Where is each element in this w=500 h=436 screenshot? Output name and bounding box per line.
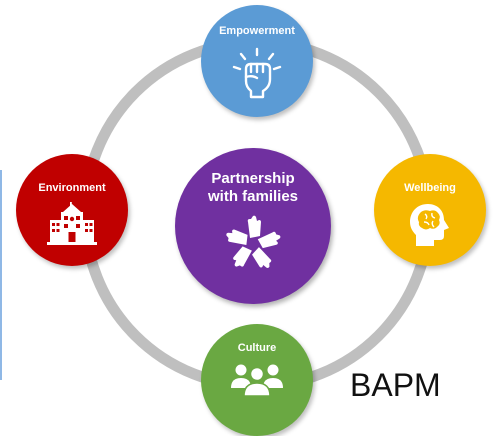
wellbeing-node: Wellbeing [374, 154, 486, 266]
empowerment-label: Empowerment [219, 25, 295, 37]
head-brain-icon [408, 202, 452, 253]
empowerment-node: Empowerment [201, 5, 313, 117]
school-building-icon [47, 202, 97, 251]
group-people-icon [229, 362, 285, 401]
bapm-brand-text: BAPM [350, 367, 441, 403]
environment-node: Environment [16, 154, 128, 266]
hands-together-icon [218, 212, 288, 281]
culture-label: Culture [237, 342, 277, 354]
wellbeing-label: Wellbeing [404, 182, 456, 194]
center-title-line-2: with families [207, 188, 299, 205]
center-title: Partnership with families [193, 170, 313, 206]
partnership-center-node: Partnership with families [175, 148, 331, 304]
culture-node: Culture [201, 324, 313, 436]
center-title-line-1: Partnership [211, 170, 295, 187]
environment-label: Environment [38, 182, 106, 194]
raised-fist-icon [229, 45, 285, 106]
left-edge-rule [0, 170, 2, 380]
